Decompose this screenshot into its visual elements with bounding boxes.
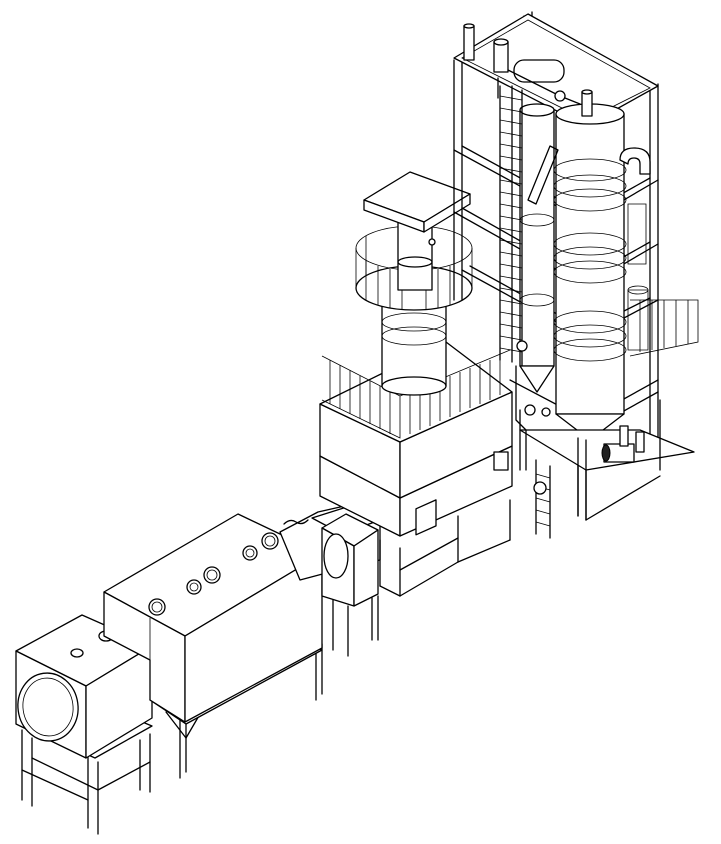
inlet-box-side [86, 646, 152, 758]
secondary-vessel [520, 104, 554, 392]
filter-housing-legs [166, 644, 322, 778]
valve [534, 482, 546, 494]
transition-duct [280, 498, 380, 656]
pump-skid [517, 91, 644, 494]
exhaust-stacks [464, 24, 592, 116]
valve [555, 91, 565, 101]
inlet-opening [14, 669, 83, 745]
filter-housing [104, 514, 322, 778]
inlet-hatch [71, 649, 83, 657]
feed-chute [528, 146, 558, 204]
inlet-box-legs [22, 730, 150, 834]
ladder-pipe [516, 366, 526, 470]
duct-clamp [284, 520, 308, 524]
filter-housing-hatches [149, 533, 278, 615]
scrubber-vessel [554, 104, 626, 440]
reactor-access-door [494, 452, 508, 470]
side-vessels [628, 204, 648, 350]
fan-box-legs [333, 596, 378, 656]
ladder-rungs [500, 96, 522, 352]
reactor-chamber [320, 342, 512, 596]
reactor-support-frame [380, 500, 510, 596]
reactor-railing [322, 350, 510, 438]
caged-ladder [500, 86, 550, 538]
rooftop-chimney [356, 172, 472, 395]
return-pipe [620, 148, 650, 174]
fan-box-side [354, 530, 378, 606]
reactor-access-door [416, 500, 436, 535]
fan-inlet [324, 534, 348, 578]
tower-base-legs [520, 400, 660, 520]
valve [525, 405, 535, 415]
tower-side-railing [630, 300, 698, 356]
filter-housing-side [185, 554, 322, 722]
